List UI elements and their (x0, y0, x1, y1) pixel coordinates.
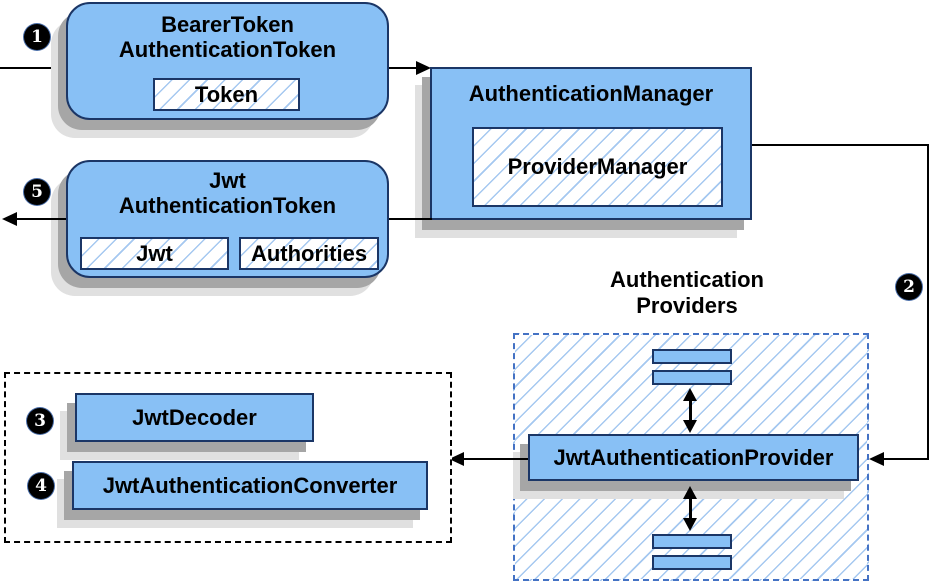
connector-manager-to-jwt-token (389, 218, 432, 220)
step-badge-2: 2 (896, 274, 922, 300)
arrow-shaft (688, 398, 692, 423)
arrow-shaft (688, 496, 692, 521)
node-jwt-authentication-converter: JwtAuthenticationConverter (72, 461, 428, 510)
jwt-decoder-title: JwtDecoder (132, 404, 257, 430)
arrowhead-into-authentication-manager (416, 61, 431, 75)
slot-jwt: Jwt (80, 237, 229, 270)
connector-step2-top (752, 144, 929, 146)
authentication-manager-title: AuthenticationManager (468, 81, 714, 106)
providers-group-box: JwtAuthenticationProvider (513, 333, 869, 581)
slot-provider-manager: ProviderManager (472, 127, 723, 207)
node-jwt-authentication-provider: JwtAuthenticationProvider (528, 434, 859, 481)
step-badge-5: 5 (24, 179, 50, 205)
jwt-authentication-converter-title: JwtAuthenticationConverter (102, 472, 398, 498)
node-jwt-authentication-token: Jwt AuthenticationToken Jwt Authorities (66, 160, 389, 278)
arrowhead-into-provider (869, 452, 884, 466)
bidirectional-arrow-bottom (683, 486, 697, 531)
providers-heading: Authentication Providers (567, 267, 807, 319)
bearer-token-title-line2: AuthenticationToken (118, 37, 337, 62)
connector-step2-right (927, 144, 929, 459)
bidirectional-arrow-top (683, 388, 697, 433)
slot-authorities: Authorities (239, 237, 379, 270)
connector-bearer-to-manager (389, 67, 417, 69)
bearer-token-title-line1: BearerToken (161, 12, 294, 37)
arrowhead-down-icon (683, 518, 697, 531)
jwt-authentication-provider-title: JwtAuthenticationProvider (553, 444, 834, 470)
node-jwt-decoder: JwtDecoder (75, 393, 314, 442)
arrowhead-into-decoder-box (449, 452, 464, 466)
connector-request-in (0, 67, 66, 69)
arrowhead-response-out (2, 212, 17, 226)
provider-stack-bar-top-1 (652, 349, 732, 364)
providers-heading-line2: Providers (636, 293, 738, 318)
node-bearer-token-authentication-token: BearerToken AuthenticationToken Token (66, 2, 389, 120)
jwt-token-title-line2: AuthenticationToken (118, 193, 337, 218)
providers-heading-line1: Authentication (610, 267, 764, 292)
provider-stack-bar-bottom-1 (652, 534, 732, 549)
connector-response-out (15, 218, 66, 220)
step-badge-1: 1 (24, 24, 50, 50)
slot-token: Token (153, 78, 300, 111)
step-badge-3: 3 (27, 408, 53, 434)
connector-provider-to-decoder-box (462, 458, 528, 460)
arrowhead-down-icon (683, 420, 697, 433)
node-authentication-manager: AuthenticationManager ProviderManager (430, 67, 752, 220)
step-badge-4: 4 (28, 473, 54, 499)
connector-step2-bottom (882, 458, 929, 460)
jwt-token-title-line1: Jwt (209, 168, 246, 193)
arrowhead-up-icon (683, 486, 697, 499)
provider-stack-bar-bottom-2 (652, 555, 732, 570)
decoder-converter-group-box: JwtDecoder JwtAuthenticationConverter (4, 372, 452, 543)
arrowhead-up-icon (683, 388, 697, 401)
provider-stack-bar-top-2 (652, 370, 732, 385)
